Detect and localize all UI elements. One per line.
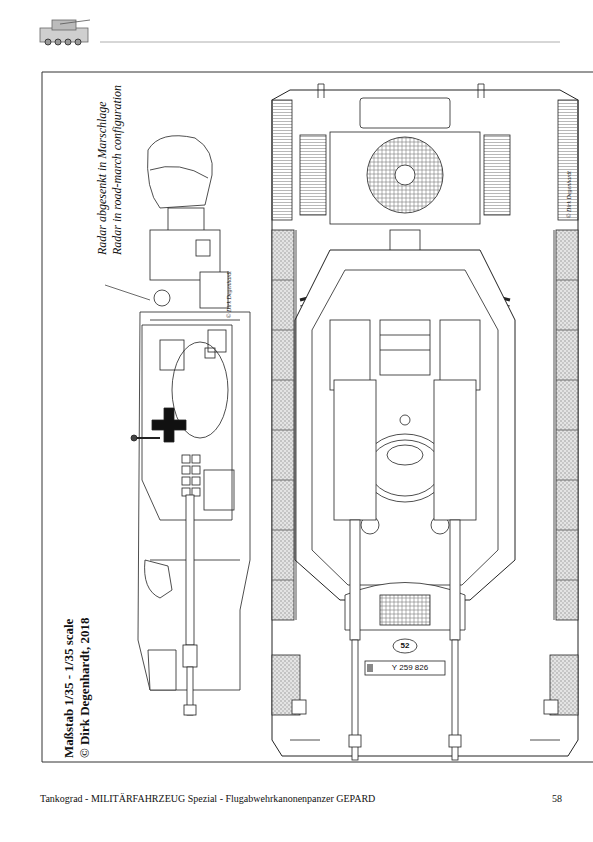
side-view	[105, 136, 250, 715]
note-text: Radar in road-march configuration	[111, 85, 124, 255]
copyright-note: © Dirk Degenhardt, 2018	[78, 618, 92, 758]
licence-plate: Y 259 826	[391, 664, 429, 673]
footer-text: Tankograd - MILITÄRFAHRZEUG Spezial - Fl…	[40, 793, 375, 804]
note-text: Radar abgesenkt in Marschlage	[96, 101, 109, 255]
tactical-number: 52	[400, 642, 411, 651]
scale-note: Maßstab 1/35 - 1/35 scale	[62, 619, 76, 758]
header-icon	[40, 20, 90, 45]
watermark: © Dirk Degenhardt	[226, 271, 233, 318]
top-view	[272, 84, 578, 760]
watermark: © Dirk Degenhardt	[566, 171, 573, 218]
page-number: 58	[552, 793, 562, 804]
